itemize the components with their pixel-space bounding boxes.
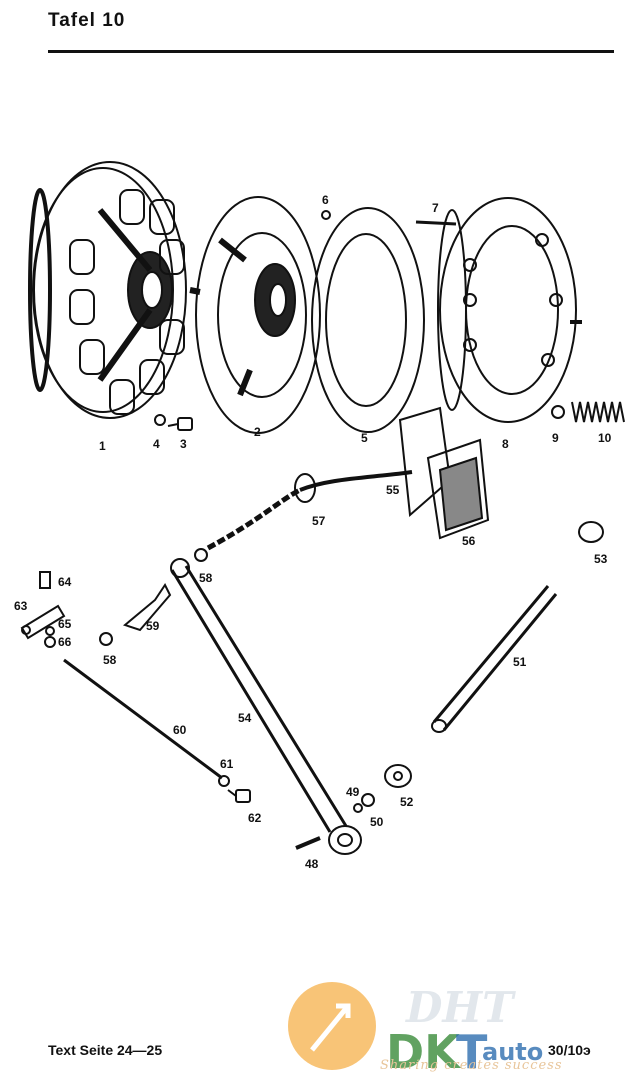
- label-9: 9: [552, 431, 559, 445]
- part-49-washer: [353, 803, 363, 813]
- label-62: 62: [248, 811, 262, 825]
- label-3: 3: [180, 437, 187, 451]
- svg-text:DK: DK: [386, 1025, 462, 1075]
- label-48: 48: [305, 857, 319, 871]
- label-2: 2: [254, 425, 261, 439]
- part-51-shaft: [431, 585, 558, 733]
- watermark-arrow-icon: [310, 1003, 351, 1052]
- part-3-bolt: [167, 417, 193, 431]
- label-60: 60: [173, 723, 187, 737]
- part-58-nut-lower: [99, 632, 113, 646]
- header-rule: [48, 50, 614, 53]
- label-59: 59: [146, 619, 160, 633]
- label-49: 49: [346, 785, 360, 799]
- part-57-cable: [206, 470, 413, 551]
- part-61-nut: [218, 775, 230, 787]
- label-55: 55: [386, 483, 400, 497]
- label-51: 51: [513, 655, 527, 669]
- label-58-upper: 58: [199, 571, 213, 585]
- part-1-pressure-plate: [28, 161, 201, 419]
- label-52: 52: [400, 795, 414, 809]
- part-48-pin: [295, 836, 321, 850]
- label-50: 50: [370, 815, 384, 829]
- part-54-pedal-arm: [170, 558, 362, 855]
- text-page-reference: Text Seite 24—25: [48, 1042, 163, 1058]
- svg-text:auto: auto: [482, 1038, 543, 1066]
- watermark-logo: DHT DK T auto: [288, 982, 543, 1075]
- label-63: 63: [14, 599, 28, 613]
- svg-text:T: T: [456, 1025, 488, 1075]
- part-58-nut-upper: [194, 548, 208, 562]
- part-5-friction-ring: [311, 207, 425, 433]
- svg-text:DHT: DHT: [405, 983, 516, 1032]
- watermark-slogan: Sharing creates success: [380, 1058, 563, 1073]
- part-64-bolt: [39, 571, 51, 589]
- label-54: 54: [238, 711, 252, 725]
- part-56-pedal-pad: [426, 438, 490, 540]
- part-52-washer: [384, 764, 412, 788]
- label-6: 6: [322, 193, 329, 207]
- part-62-bolt: [227, 789, 251, 803]
- plate-title: Tafel 10: [48, 10, 126, 31]
- part-10-spring: [571, 401, 625, 423]
- part-63-bracket: [20, 604, 66, 640]
- label-1: 1: [99, 439, 106, 453]
- part-4-nut: [154, 414, 166, 426]
- plate-code: 30/10э: [548, 1042, 591, 1058]
- label-53: 53: [594, 552, 608, 566]
- label-58-lower: 58: [103, 653, 117, 667]
- label-5: 5: [361, 431, 368, 445]
- part-7-bolt: [415, 220, 457, 226]
- part-59-lever: [122, 583, 172, 632]
- label-10: 10: [598, 431, 612, 445]
- label-56: 56: [462, 534, 476, 548]
- label-64: 64: [58, 575, 72, 589]
- label-66: 66: [58, 635, 72, 649]
- part-66-nut: [44, 636, 56, 648]
- part-6-nut: [321, 210, 331, 220]
- label-65: 65: [58, 617, 72, 631]
- part-60-rod: [63, 658, 223, 780]
- label-61: 61: [220, 757, 234, 771]
- label-57: 57: [312, 514, 326, 528]
- label-4: 4: [153, 437, 160, 451]
- part-53-washer: [578, 521, 604, 543]
- part-50-nut: [361, 793, 375, 807]
- part-2-clutch-disc: [195, 196, 321, 434]
- part-9-washer: [551, 405, 565, 419]
- part-65-washer: [45, 626, 55, 636]
- label-8: 8: [502, 437, 509, 451]
- label-7: 7: [432, 201, 439, 215]
- part-8-pressure-ring: [437, 197, 582, 423]
